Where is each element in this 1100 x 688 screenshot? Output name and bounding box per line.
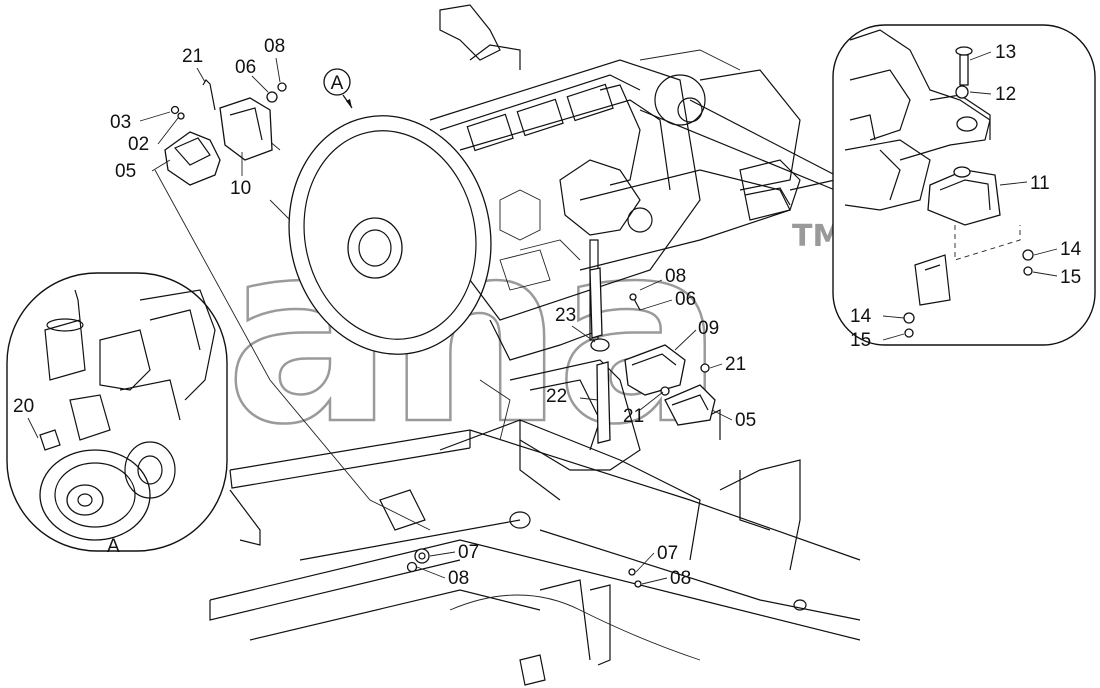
detail-inset-a — [6, 272, 228, 552]
part-labels: 21 08 06 03 02 05 10 13 12 11 14 15 14 1… — [13, 36, 1082, 589]
engine-assembly — [288, 4, 801, 471]
callout-a-letter: A — [331, 73, 344, 94]
label-21-top: 21 — [182, 46, 203, 67]
label-14-right: 14 — [1060, 239, 1082, 260]
callout-a: A — [323, 68, 353, 109]
label-08-top: 08 — [264, 36, 285, 57]
label-09: 09 — [698, 318, 719, 339]
label-11: 11 — [1030, 173, 1050, 194]
flywheel-hub — [347, 217, 403, 279]
label-05-left: 05 — [115, 161, 136, 182]
label-21-mid: 21 — [725, 354, 746, 375]
label-07-left: 07 — [458, 542, 479, 563]
label-leaders — [27, 51, 1058, 585]
label-08-low-left: 08 — [448, 568, 469, 589]
label-22: 22 — [546, 386, 567, 407]
label-10: 10 — [230, 178, 251, 199]
label-21-low: 21 — [623, 406, 644, 427]
chassis-frame — [209, 409, 861, 686]
label-08-low-right: 08 — [670, 568, 691, 589]
label-12: 12 — [995, 84, 1016, 105]
label-23: 23 — [555, 305, 576, 326]
label-08-mid: 08 — [665, 266, 686, 287]
leader-lines — [154, 99, 836, 531]
label-13: 13 — [995, 42, 1016, 63]
label-06-top: 06 — [235, 57, 256, 78]
label-06-mid: 06 — [675, 289, 696, 310]
center-mount-parts — [589, 267, 716, 444]
detail-box-right — [832, 24, 1096, 346]
left-mount-bracket — [164, 79, 287, 186]
label-15-left: 15 — [850, 330, 871, 351]
inset-caption-a: A — [107, 536, 120, 557]
label-02: 02 — [128, 134, 149, 155]
label-07-right: 07 — [657, 543, 678, 564]
label-14-left: 14 — [850, 306, 872, 327]
frame-bolts — [406, 548, 642, 588]
label-03: 03 — [110, 112, 131, 133]
label-05-right: 05 — [735, 410, 756, 431]
label-15-right: 15 — [1060, 267, 1081, 288]
label-20: 20 — [13, 396, 34, 417]
